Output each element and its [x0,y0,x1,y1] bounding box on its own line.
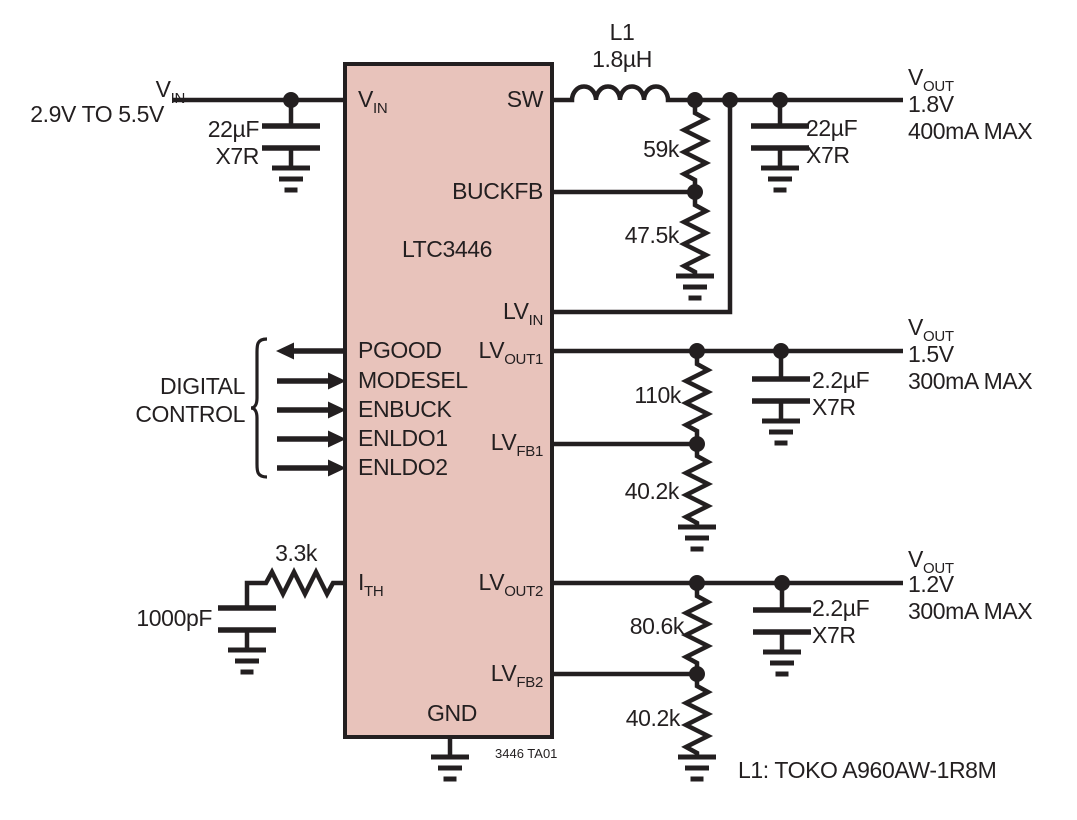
resistor-110k-label: 110k [634,382,681,408]
annotations: VIN 2.9V TO 5.5V 22µF X7R L1 1.8µH 59k 4… [30,19,1032,783]
arrow-right-icon [328,430,346,448]
inductor-note: L1: TOKO A960AW-1R8M [738,757,996,783]
ground-symbol-ic-gnd [431,757,469,779]
input-cap-value: 22µF [208,116,260,142]
vout-buck-name: VOUT [908,64,954,95]
ground-symbol-buck-divider [676,276,714,298]
vout-ldo2-voltage: 1.2V [908,571,955,597]
vout-ldo2-name: VOUT [908,546,954,577]
pin-label-buckfb: BUCKFB [452,178,543,204]
resistor-3k3-and-ith-wire [244,566,345,608]
figure-id: 3446 TA01 [495,746,557,761]
ground-symbol-ldo2-divider [678,757,716,779]
resistor-80k6-label: 80.6k [630,613,685,639]
pin-label-enldo2: ENLDO2 [358,454,448,480]
resistor-40k2-ldo1 [680,444,714,527]
ldo2-cap-dielectric: X7R [812,622,856,648]
ground-symbol-ldo1-divider [678,527,716,549]
pin-label-lvout1: LVOUT1 [479,337,543,368]
resistor-110k [680,351,714,444]
junction-dot [689,575,705,591]
pin-label-lvout2: LVOUT2 [479,569,543,600]
resistor-47k5 [678,192,712,276]
pin-label-gnd: GND [427,700,477,726]
pin-label-lvfb2: LVFB2 [491,660,543,691]
digital-control-group [250,337,346,479]
arrow-left-icon [276,342,294,360]
inductor-value: 1.8µH [592,46,652,72]
wire-lvin [552,100,733,315]
inductor-ref: L1 [610,19,635,45]
digital-control-line2: CONTROL [135,401,245,427]
junction-dots [283,92,790,682]
ldo2-cap-value: 2.2µF [812,595,870,621]
resistor-59k-label: 59k [643,136,680,162]
arrow-right-icon [328,372,346,390]
junction-dot [687,92,703,108]
digital-control-line1: DIGITAL [160,373,246,399]
arrow-right-icon [328,401,346,419]
ground-symbol-ldo1-cap [762,421,800,443]
vout-ldo1-voltage: 1.5V [908,341,955,367]
pin-label-vin: VIN [358,86,387,117]
pin-label-pgood: PGOOD [358,337,442,363]
ground-symbol-buck-cap [761,168,799,190]
pin-label-lvfb1: LVFB1 [491,429,543,460]
resistor-80k6 [680,583,714,674]
resistor-3k3-label: 3.3k [275,540,318,566]
capacitor-2uf2-ldo1-output [752,379,810,421]
ldo1-cap-value: 2.2µF [812,367,870,393]
ic-part-number: LTC3446 [402,236,492,262]
pin-label-enbuck: ENBUCK [358,396,453,422]
resistor-40k2-ldo1-label: 40.2k [625,478,680,504]
capacitor-2uf2-ldo2-output [753,610,811,652]
junction-dot [283,92,299,108]
resistor-40k2-ldo2 [680,674,714,757]
pin-label-sw: SW [507,86,544,112]
ic-body-ltc3446 [343,62,554,739]
resistor-59k [678,100,712,192]
junction-dot [689,343,705,359]
pin-label-modesel: MODESEL [358,367,468,393]
vout-ldo1-current: 300mA MAX [908,368,1032,394]
ground-symbol-ith-cap [228,650,266,672]
junction-dot [772,92,788,108]
junction-dot [687,184,703,200]
vout-ldo2-current: 300mA MAX [908,598,1032,624]
junction-dot [722,92,738,108]
vout-ldo1-name: VOUT [908,314,954,345]
wire-sw-and-inductor-l1 [552,84,903,103]
wires [172,84,903,677]
junction-dot [689,666,705,682]
source-name: VIN [156,76,185,107]
resistor-47k5-label: 47.5k [625,222,680,248]
junction-dot [774,575,790,591]
pin-label-enldo1: ENLDO1 [358,425,448,451]
capacitor-22uf-input [262,126,320,168]
ground-symbols [431,276,716,779]
resistor-40k2-ldo2-label: 40.2k [626,705,681,731]
vout-buck-voltage: 1.8V [908,91,955,117]
ground-symbol-ldo2-cap [763,652,801,674]
junction-dot [689,436,705,452]
buck-cap-dielectric: X7R [806,142,850,168]
vout-buck-current: 400mA MAX [908,118,1032,144]
input-cap-dielectric: X7R [215,143,259,169]
junction-dot [773,343,789,359]
ldo1-cap-dielectric: X7R [812,394,856,420]
arrow-right-icon [328,459,346,477]
capacitor-1000pf [218,608,276,650]
ic-pin-labels: VIN SW BUCKFB LTC3446 LVIN PGOOD LVOUT1 … [358,86,544,726]
capacitor-1000pf-label: 1000pF [136,605,212,631]
pin-label-ith: ITH [358,569,383,600]
curly-brace [250,337,268,479]
resistors [244,100,714,757]
pin-label-lvin: LVIN [503,298,543,329]
source-range: 2.9V TO 5.5V [30,101,165,127]
ground-symbol-input-cap [272,168,310,190]
capacitor-22uf-buck-output [751,126,809,168]
buck-cap-value: 22µF [806,115,858,141]
